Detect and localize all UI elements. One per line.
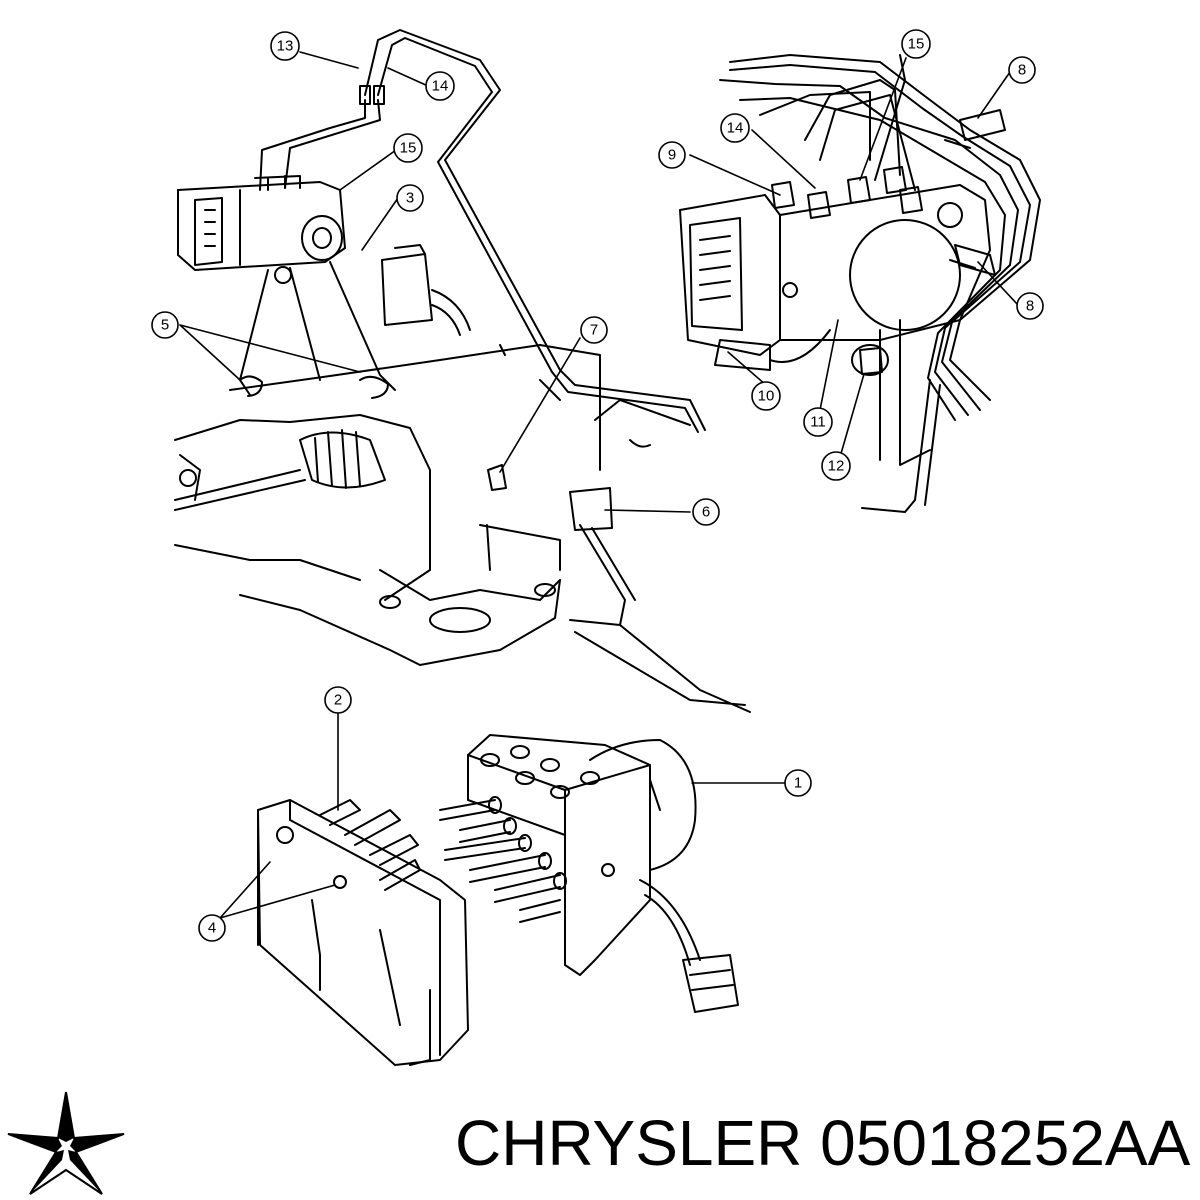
callout-14-left: 14 bbox=[432, 78, 449, 95]
callout-13-right: 14 bbox=[727, 120, 744, 137]
callout-10: 10 bbox=[758, 388, 775, 405]
callout-3: 3 bbox=[406, 190, 414, 207]
upper-left-assembly bbox=[174, 29, 751, 713]
callout-13-left: 13 bbox=[277, 38, 294, 55]
callout-8-bottom: 8 bbox=[1026, 298, 1034, 315]
callout-9: 9 bbox=[668, 147, 676, 164]
callout-bubbles bbox=[151, 29, 1044, 942]
callout-2: 2 bbox=[334, 692, 342, 709]
brand-name: CHRYSLER bbox=[455, 1107, 803, 1179]
callout-5: 5 bbox=[161, 317, 169, 334]
callout-labels: 13 14 15 3 5 7 6 8 8 9 14 15 10 11 12 2 … bbox=[161, 36, 1034, 937]
leader-lines bbox=[179, 51, 1019, 919]
pentastar-icon bbox=[7, 1091, 125, 1195]
lower-assembly bbox=[257, 734, 739, 1066]
callout-6: 6 bbox=[702, 504, 710, 521]
upper-right-assembly bbox=[679, 54, 1041, 513]
callout-15: 15 bbox=[400, 140, 417, 157]
callout-12: 12 bbox=[828, 458, 845, 475]
callout-11: 11 bbox=[810, 414, 826, 431]
callout-4: 4 bbox=[208, 920, 216, 937]
callout-7: 7 bbox=[590, 322, 598, 339]
callout-14-right: 15 bbox=[908, 36, 925, 53]
callout-1: 1 bbox=[794, 775, 802, 792]
part-caption: CHRYSLER 05018252AA bbox=[455, 1103, 1190, 1183]
part-number: 05018252AA bbox=[820, 1107, 1191, 1179]
callout-8-top: 8 bbox=[1018, 62, 1026, 79]
